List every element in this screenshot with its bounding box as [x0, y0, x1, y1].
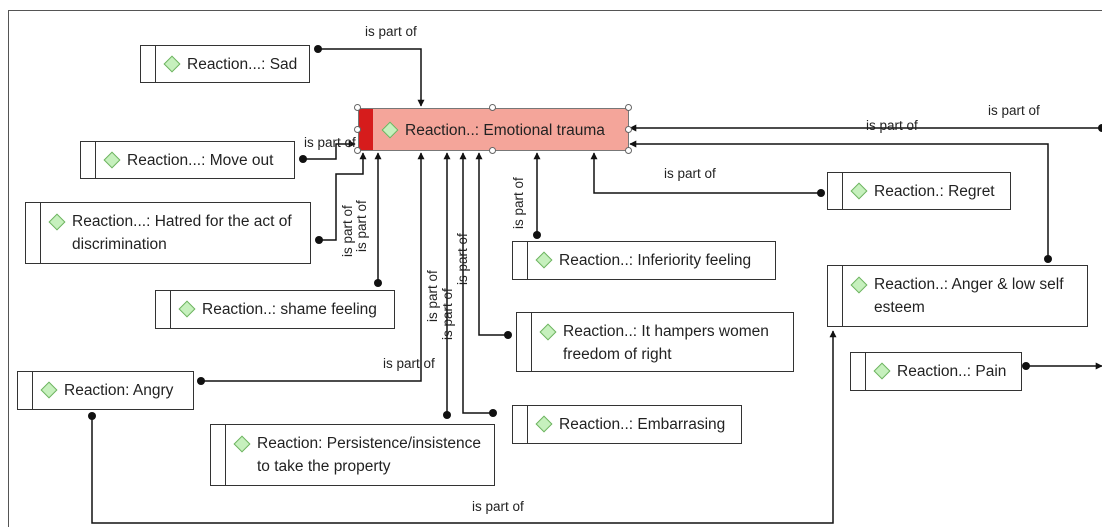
node-sad[interactable]: Reaction...: Sad [140, 45, 310, 83]
edge-label: is part of [383, 356, 435, 371]
node-label: Reaction...: Move out [127, 152, 274, 169]
code-diamond-icon [539, 323, 557, 341]
edge-label: is part of [472, 499, 524, 514]
node-move-out[interactable]: Reaction...: Move out [80, 141, 295, 179]
code-diamond-icon [48, 213, 66, 231]
node-it-hampers[interactable]: Reaction..: It hampers women freedom of … [516, 312, 794, 372]
code-diamond-icon [40, 381, 58, 399]
node-label: Reaction..: Pain [897, 363, 1007, 380]
node-anger-low-self-esteem[interactable]: Reaction..: Anger & low self esteem [827, 265, 1088, 327]
edge-source-dot [1044, 255, 1052, 263]
edge-label: is part of [425, 270, 440, 322]
node-emotional-trauma[interactable]: Reaction..: Emotional trauma [358, 108, 629, 151]
node-label: Reaction..: Inferiority feeling [559, 252, 752, 269]
edge-label: is part of [664, 166, 716, 181]
relation-edge[interactable] [319, 152, 367, 241]
node-strip [828, 266, 843, 326]
relation-edge[interactable] [475, 152, 508, 336]
node-shame-feeling[interactable]: Reaction..: shame feeling [155, 290, 395, 329]
relation-edge[interactable] [303, 140, 356, 160]
relation-edge[interactable] [590, 152, 821, 194]
node-label: Reaction...: Hatred for the act of discr… [72, 213, 292, 253]
code-diamond-icon [178, 300, 196, 318]
node-angry[interactable]: Reaction: Angry [17, 371, 194, 410]
edge-label: is part of [304, 135, 356, 150]
node-label: Reaction..: Embarrasing [559, 416, 726, 433]
selection-handle[interactable] [354, 104, 361, 111]
selection-handle[interactable] [354, 126, 361, 133]
code-diamond-icon [381, 121, 399, 139]
edge-source-dot [1022, 362, 1030, 370]
node-strip [517, 313, 532, 371]
relation-edge[interactable] [91, 330, 837, 524]
code-diamond-icon [873, 362, 891, 380]
node-pain[interactable]: Reaction..: Pain [850, 352, 1022, 391]
node-strip [851, 353, 866, 390]
node-regret[interactable]: Reaction.: Regret [827, 172, 1011, 210]
node-strip [828, 173, 843, 209]
node-strip [513, 242, 528, 279]
edge-source-dot [374, 279, 382, 287]
code-diamond-icon [233, 435, 251, 453]
node-label: Reaction..: Anger & low self esteem [874, 276, 1064, 316]
edge-label: is part of [866, 118, 918, 133]
relation-edge[interactable] [201, 152, 425, 382]
node-label: Reaction..: shame feeling [202, 301, 377, 318]
edge-source-dot [443, 411, 451, 419]
edge-source-dot [299, 155, 307, 163]
edge-source-dot [489, 409, 497, 417]
canvas-frame [8, 10, 1102, 527]
edge-source-dot [533, 231, 541, 239]
edge-label: is part of [455, 233, 470, 285]
code-diamond-icon [850, 276, 868, 294]
edge-label: is part of [988, 103, 1040, 118]
code-diamond-icon [103, 151, 121, 169]
selection-handle[interactable] [489, 104, 496, 111]
code-diamond-icon [535, 415, 553, 433]
selection-handle[interactable] [489, 147, 496, 154]
node-strip [156, 291, 171, 328]
relation-edge[interactable] [318, 48, 425, 107]
selection-handle[interactable] [625, 104, 632, 111]
node-label: Reaction..: It hampers women freedom of … [563, 323, 769, 363]
node-strip [211, 425, 226, 485]
node-strip [81, 142, 96, 178]
node-inferiority-feeling[interactable]: Reaction..: Inferiority feeling [512, 241, 776, 280]
edge-source-dot [314, 45, 322, 53]
relation-edge[interactable] [459, 152, 493, 414]
node-label: Reaction...: Sad [187, 56, 298, 73]
edge-source-dot [197, 377, 205, 385]
node-strip [141, 46, 156, 82]
node-label: Reaction: Angry [64, 382, 174, 399]
node-embarrasing[interactable]: Reaction..: Embarrasing [512, 405, 742, 444]
node-strip [18, 372, 33, 409]
edge-label: is part of [340, 205, 355, 257]
edge-source-dot [504, 331, 512, 339]
code-diamond-icon [850, 182, 868, 200]
edge-source-dot [1098, 124, 1102, 132]
selection-handle[interactable] [354, 147, 361, 154]
node-label: Reaction: Persistence/insistence to take… [257, 435, 482, 475]
edge-source-dot [817, 189, 825, 197]
node-strip [26, 203, 41, 263]
node-strip [513, 406, 528, 443]
edge-source-dot [315, 236, 323, 244]
code-diamond-icon [163, 55, 181, 73]
code-diamond-icon [535, 251, 553, 269]
node-persistence[interactable]: Reaction: Persistence/insistence to take… [210, 424, 495, 486]
node-color-strip [359, 109, 373, 150]
node-label: Reaction.: Regret [874, 183, 995, 200]
edge-label: is part of [354, 200, 369, 252]
selection-handle[interactable] [625, 147, 632, 154]
edge-label: is part of [440, 288, 455, 340]
node-hatred[interactable]: Reaction...: Hatred for the act of discr… [25, 202, 311, 264]
node-label: Reaction..: Emotional trauma [405, 122, 605, 139]
edge-source-dot [88, 412, 96, 420]
edge-label: is part of [365, 24, 417, 39]
relation-edge[interactable] [629, 140, 1049, 259]
selection-handle[interactable] [625, 126, 632, 133]
edge-label: is part of [511, 177, 526, 229]
